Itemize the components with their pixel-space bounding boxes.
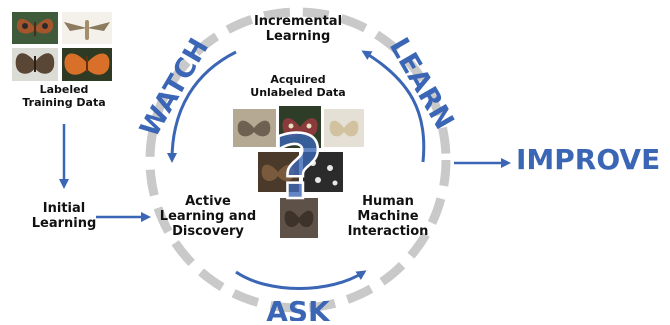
learn-arrow bbox=[361, 50, 426, 163]
human-machine-line3: Interaction bbox=[347, 223, 429, 239]
ask-label: ASK bbox=[266, 295, 331, 321]
moth-photo-pale-sphinx bbox=[62, 12, 112, 44]
moth-photo-dark-brown bbox=[12, 48, 58, 81]
labeled-training-data-line2: Training Data bbox=[22, 95, 106, 109]
human-machine-line1: Human bbox=[362, 194, 414, 209]
ask-arrow bbox=[235, 270, 367, 290]
acquired-unlabeled-data-label: Acquired Unlabeled Data bbox=[238, 73, 358, 99]
acquired-unlabeled-data-line2: Unlabeled Data bbox=[250, 85, 346, 99]
moth-photo-on-bark bbox=[280, 198, 318, 238]
moth-photo-dark-blotched bbox=[258, 152, 299, 192]
moth-photo-brown-eyespot bbox=[12, 12, 58, 44]
cycle-ring bbox=[145, 7, 451, 313]
moth-photo-red-dark bbox=[279, 106, 321, 148]
labeled-training-data-label: Labeled Training Data bbox=[10, 83, 118, 109]
active-learning-line1: Active bbox=[185, 194, 231, 209]
improve-label: IMPROVE bbox=[516, 143, 661, 176]
human-machine-label: Human Machine Interaction bbox=[330, 194, 446, 240]
labeled-moth-photos bbox=[12, 12, 112, 81]
initial-learning-line2: Learning bbox=[31, 215, 97, 231]
labeled-training-data-line1: Labeled bbox=[39, 83, 89, 96]
moth-photo-pale-on-siding bbox=[324, 109, 364, 147]
acquired-unlabeled-data-line1: Acquired bbox=[270, 73, 326, 86]
incremental-learning-label: Incremental Learning bbox=[238, 14, 358, 45]
initial-learning-line1: Initial bbox=[42, 201, 86, 216]
active-learning-line3: Discovery bbox=[172, 223, 244, 239]
active-learning-label: Active Learning and Discovery bbox=[148, 194, 268, 240]
moth-photo-black-spotted bbox=[303, 152, 343, 192]
active-learning-line2: Learning and bbox=[159, 208, 257, 224]
incremental-learning-line1: Incremental bbox=[253, 14, 343, 29]
unlabeled-moth-photos bbox=[233, 106, 364, 238]
question-mark: ? bbox=[272, 116, 323, 219]
moth-photo-gray-on-wood bbox=[233, 109, 276, 147]
incremental-learning-line2: Learning bbox=[265, 28, 331, 44]
initial-learning-label: Initial Learning bbox=[14, 201, 114, 232]
human-machine-line2: Machine bbox=[357, 208, 419, 224]
moth-photo-orange bbox=[62, 48, 112, 81]
watch-arrow bbox=[167, 50, 237, 163]
